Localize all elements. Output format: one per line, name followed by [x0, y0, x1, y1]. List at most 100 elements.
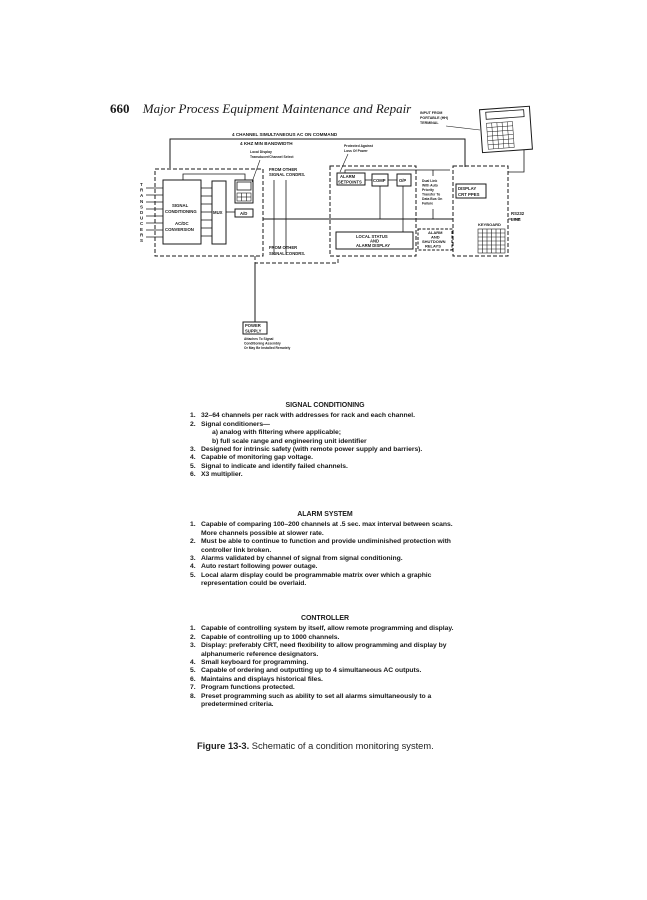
section-alarm-system: ALARM SYSTEM 1.Capable of comparing 100–… [190, 511, 460, 589]
schematic-diagram: 4 CHANNEL SIMULTANEOUS AC ON COMMAND 4 K… [140, 105, 533, 350]
power-supply-1: POWER [245, 323, 261, 328]
list-item: 4. Auto restart following power outage. [190, 563, 460, 571]
item-text: Capable of controlling system by itself,… [201, 625, 454, 633]
controller-enclosure [452, 165, 509, 257]
sub-item: b) full scale range and engineering unit… [212, 437, 367, 445]
list-item: 2.Signal conditioners—a) analog with fil… [190, 421, 460, 446]
section-list: 1.32–64 channels per rack with addresses… [190, 412, 460, 479]
transducer-letter: E [140, 227, 143, 232]
signal-conditioner-enclosure [154, 168, 264, 257]
figure-label: Figure 13-3. [197, 741, 250, 751]
rs232-label-1: RS232 [511, 211, 525, 216]
item-number: 8. [190, 692, 196, 700]
power-supply-box [242, 321, 268, 335]
dual-link-note-line: Priority [422, 188, 434, 192]
book-title: Major Process Equipment Maintenance and … [142, 101, 412, 116]
local-display-keypad [236, 192, 252, 202]
sc-to-mux-lines [201, 187, 212, 237]
rs232-label-2: LINE [511, 217, 521, 222]
list-item: 7. Program functions protected. [190, 684, 460, 692]
transducer-letter: S [140, 238, 143, 243]
item-number: 2. [190, 538, 196, 546]
protected-note-1: Protected Against [344, 144, 374, 148]
item-number: 1. [190, 625, 196, 633]
alarm-relays-3: SHUTDOWN [422, 239, 446, 244]
alarm-relays-box [417, 228, 453, 251]
transducer-letter: T [140, 182, 143, 187]
list-item: 5.Local alarm display could be programma… [190, 572, 460, 589]
item-text: Auto restart following power outage. [201, 563, 318, 571]
sc-label-3: AC/DC [175, 221, 189, 226]
from-other-bottom-2: SIGNAL CONDRS. [269, 251, 305, 256]
display-crt-box [455, 183, 487, 199]
list-item: 6.Maintains and displays historical file… [190, 676, 460, 684]
section-list: 1. Capable of controlling system by itsel… [190, 625, 460, 709]
mux-box [211, 180, 227, 245]
comp-label: COMP [373, 178, 386, 183]
sc-label-1: SIGNAL [172, 203, 189, 208]
list-item: 5.Capable of ordering and outputting up … [190, 667, 460, 675]
item-number: 3. [190, 642, 196, 650]
item-number: 1. [190, 521, 196, 529]
portable-input-1: INPUT FROM [420, 111, 442, 115]
item-text: Display: preferably CRT, need flexibilit… [201, 642, 447, 658]
item-text: Maintains and displays historical files. [201, 675, 323, 683]
power-supply-2: SUPPLY [245, 329, 262, 334]
running-header: 660 Major Process Equipment Maintenance … [110, 101, 411, 117]
transducer-input-lines [146, 187, 163, 238]
section-controller: CONTROLLER 1. Capable of controlling syst… [190, 615, 460, 709]
item-text: Capable of comparing 100–200 channels at… [201, 521, 453, 537]
transducer-letter: A [140, 193, 144, 198]
item-number: 5. [190, 571, 196, 579]
item-text: X3 multiplier. [201, 471, 243, 479]
item-number: 3. [190, 446, 196, 454]
local-display-readout [236, 181, 252, 191]
dual-link-note-line: Dual Link [422, 179, 437, 183]
item-text: Capable of ordering and outputting up to… [201, 667, 422, 675]
figure-caption-text: Schematic of a condition monitoring syst… [251, 741, 434, 751]
item-text: Capable of controlling up to 1000 channe… [201, 633, 340, 641]
item-text: Program functions protected. [201, 684, 295, 692]
item-number: 7. [190, 684, 196, 692]
display-label-2: CRT PPES [458, 192, 480, 197]
section-title: CONTROLLER [300, 615, 350, 622]
keyboard-grid [477, 228, 506, 254]
list-item: 4.Capable of monitoring gap voltage. [190, 454, 460, 462]
item-number: 4. [190, 563, 196, 571]
local-status-box [335, 231, 414, 250]
top-label: 4 CHANNEL SIMULTANEOUS AC ON COMMAND [232, 132, 338, 137]
local-display-pointer [251, 159, 261, 183]
item-number: 3. [190, 555, 196, 563]
alarm-relays-2: AND [431, 235, 440, 240]
section-title: SIGNAL CONDITIONING [285, 402, 365, 409]
item-number: 4. [190, 659, 196, 667]
list-item: 1.32–64 channels per rack with addresses… [190, 412, 460, 420]
alarm-setpoints-box [336, 172, 366, 186]
item-number: 4. [190, 454, 196, 462]
protected-pointer [339, 153, 349, 173]
page-number: 660 [110, 101, 130, 116]
transducer-letter: C [140, 221, 144, 226]
from-other-top-2: SIGNAL CONDRS. [269, 172, 305, 177]
setpoint-feedback-line [344, 169, 450, 173]
portable-terminal [478, 105, 533, 154]
figure-caption: Figure 13-3. Schematic of a condition mo… [197, 741, 434, 751]
ad-label: A/D [240, 211, 247, 216]
item-number: 5. [190, 462, 196, 470]
ad-box [234, 208, 254, 218]
alarm-enclosure [329, 165, 417, 257]
item-text: Must be able to continue to function and… [201, 538, 451, 554]
from-other-bottom-1: FROM OTHER [269, 245, 297, 250]
item-text: Alarms validated by channel of signal fr… [201, 555, 403, 563]
list-item: 1. Capable of controlling system by itsel… [190, 625, 460, 633]
item-number: 2. [190, 420, 196, 428]
mux-label: MUX [213, 210, 223, 215]
op-label: O/P [399, 178, 406, 183]
transducer-letter: R [140, 232, 144, 237]
transducer-letter: U [140, 216, 143, 221]
item-number: 2. [190, 633, 196, 641]
section-signal-conditioning: SIGNAL CONDITIONING 1.32–64 channels per… [190, 402, 460, 480]
ac-command-line [169, 138, 466, 168]
